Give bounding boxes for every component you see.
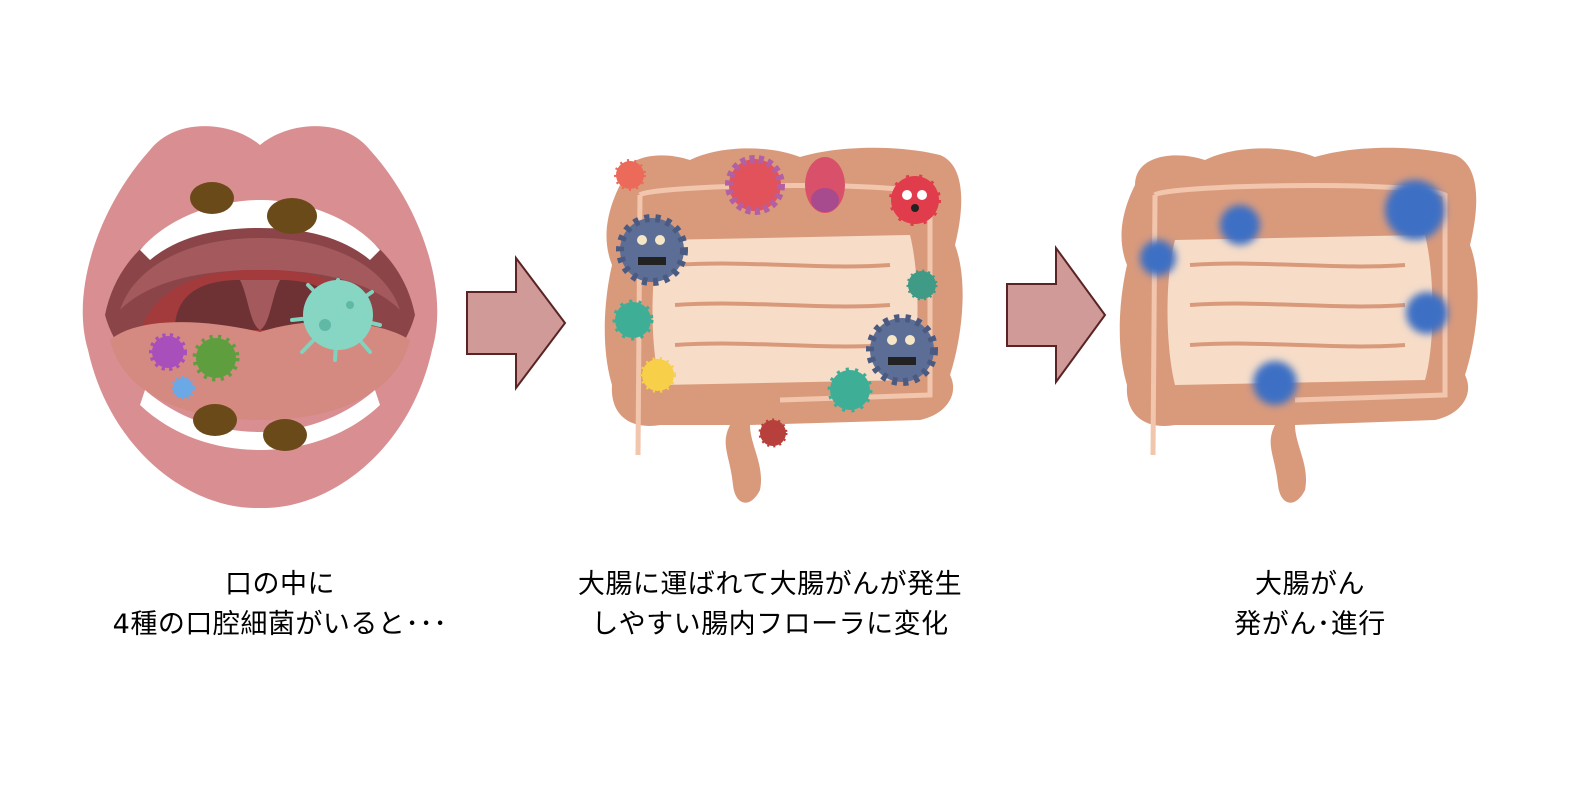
microbe-yellow-faded-icon	[640, 357, 676, 393]
caption-line: 口の中に	[225, 569, 335, 600]
caption-line: 発がん･進行	[1234, 609, 1386, 640]
bacterium-teal-icon	[290, 278, 382, 362]
step-2-caption: 大腸に運ばれて大腸がんが発生 しやすい腸内フローラに変化	[520, 565, 1020, 645]
tumor-spot	[1220, 205, 1260, 245]
bacterium-blue-icon	[171, 376, 195, 400]
mouth-illustration	[82, 126, 438, 509]
microbe-kidney-fighter-icon	[805, 157, 845, 213]
microbe-teal-faded-icon	[906, 269, 938, 301]
tumor-spot	[1406, 292, 1448, 334]
colon	[1119, 147, 1478, 503]
bacterium-green-icon	[192, 334, 240, 382]
microbe-red-surprised-icon	[889, 174, 941, 226]
caption-line: 4種の口腔細菌がいると･･･	[112, 609, 448, 640]
microbe-darkred-faded-icon	[758, 418, 788, 448]
microbe-navy-angry-icon	[616, 214, 688, 286]
caption-line: 大腸に運ばれて大腸がんが発生	[577, 569, 963, 600]
upper-teeth	[140, 200, 380, 260]
microbe-pink-fighting-icon	[725, 155, 785, 215]
bacterium-purple-icon	[149, 333, 187, 371]
colon-microbes-illustration	[604, 147, 963, 503]
step-3-caption: 大腸がん 発がん･進行	[1180, 565, 1440, 645]
plaque-deposits	[190, 182, 317, 451]
colon-tumor-illustration	[1119, 147, 1478, 503]
tumor-spot	[1253, 361, 1297, 405]
microbe-navy-angry-icon	[866, 314, 938, 386]
tumor-spot	[1385, 180, 1445, 240]
caption-line: 大腸がん	[1255, 569, 1365, 600]
arrow-right-icon	[1006, 244, 1107, 386]
caption-line: しやすい腸内フローラに変化	[591, 609, 949, 640]
colon	[604, 147, 963, 503]
palate	[120, 238, 400, 310]
microbe-green-dizzy-icon	[612, 299, 654, 341]
step-1-caption: 口の中に 4種の口腔細菌がいると･･･	[60, 565, 500, 645]
arrow-right-icon	[466, 255, 567, 391]
tumor-spots	[1140, 180, 1448, 405]
microbe-green-dizzy-icon	[827, 367, 873, 413]
microbe-red-faded-icon	[614, 159, 646, 191]
tumor-spot	[1140, 240, 1176, 276]
lower-teeth	[140, 390, 380, 450]
